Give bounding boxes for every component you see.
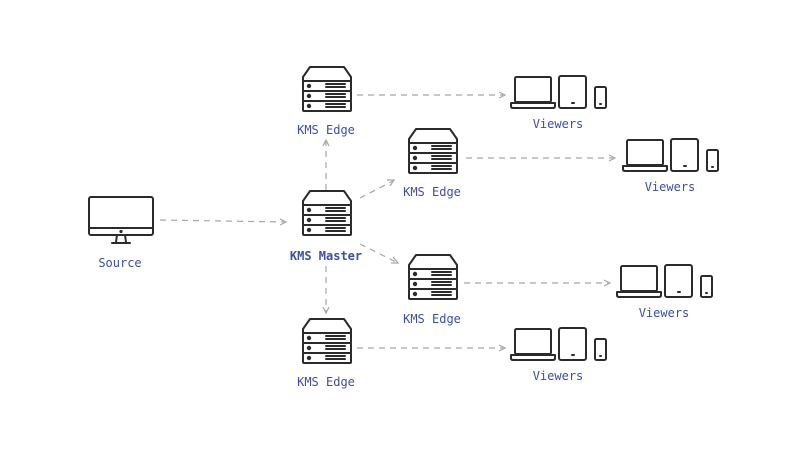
viewers-label: Viewers bbox=[639, 306, 690, 320]
viewers-node-top: Viewers bbox=[510, 75, 607, 131]
viewers-label: Viewers bbox=[645, 180, 696, 194]
edge-label: KMS Edge bbox=[403, 312, 461, 326]
connectors bbox=[159, 91, 617, 352]
edge-node-bottom: KMS Edge bbox=[297, 318, 355, 389]
server-rack-icon bbox=[408, 128, 458, 174]
edge-node-top: KMS Edge bbox=[297, 66, 355, 137]
edge-edge-top-to-viewers-top bbox=[357, 91, 507, 99]
server-rack-icon bbox=[302, 190, 352, 236]
devices-icon bbox=[622, 138, 719, 172]
edge-source-to-master bbox=[159, 218, 288, 226]
edge-node-upper: KMS Edge bbox=[403, 128, 461, 199]
edge-node-lower: KMS Edge bbox=[403, 254, 461, 326]
edge-edge-lower-to-viewers-lower bbox=[464, 279, 612, 287]
master-node: KMS Master bbox=[290, 190, 362, 263]
server-rack-icon bbox=[302, 318, 352, 364]
edge-master-to-edge-bottom bbox=[322, 266, 330, 315]
edge-label: KMS Edge bbox=[297, 123, 355, 137]
devices-icon bbox=[510, 327, 607, 361]
source-label: Source bbox=[98, 256, 141, 270]
server-rack-icon bbox=[302, 66, 352, 112]
devices-icon bbox=[510, 75, 607, 109]
edge-edge-bottom-to-viewers-bottom bbox=[357, 344, 507, 352]
edge-edge-upper-to-viewers-upper bbox=[466, 154, 617, 162]
master-label: KMS Master bbox=[290, 249, 362, 263]
edge-master-to-edge-lower bbox=[359, 243, 400, 264]
server-rack-icon bbox=[408, 254, 458, 300]
desktop-monitor-icon bbox=[88, 196, 154, 244]
devices-icon bbox=[616, 264, 713, 298]
source-node: Source bbox=[88, 196, 154, 270]
viewers-node-bottom: Viewers bbox=[510, 327, 607, 383]
edge-label: KMS Edge bbox=[403, 185, 461, 199]
edge-master-to-edge-upper bbox=[359, 179, 396, 199]
edge-label: KMS Edge bbox=[297, 375, 355, 389]
viewers-label: Viewers bbox=[533, 117, 584, 131]
edge-master-to-edge-top bbox=[322, 138, 330, 190]
viewers-node-upper: Viewers bbox=[622, 138, 719, 194]
viewers-label: Viewers bbox=[533, 369, 584, 383]
viewers-node-lower: Viewers bbox=[616, 264, 713, 320]
